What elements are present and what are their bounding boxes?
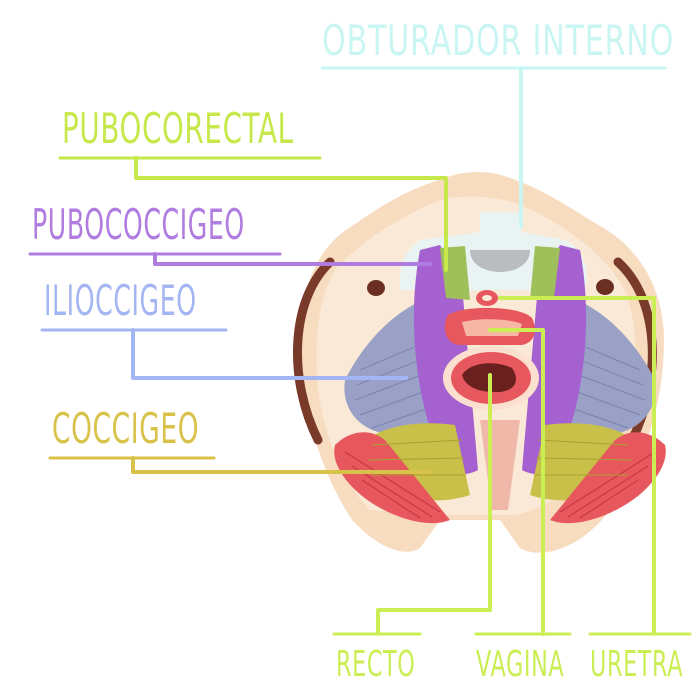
left-ramus <box>293 257 335 445</box>
pointer-coccigeo <box>131 456 430 474</box>
coccigeo-stripes <box>367 439 633 476</box>
label-pubocorectal: PUBOCORECTAL <box>62 104 294 153</box>
pubococcigeo-shape-left <box>413 245 478 475</box>
left-ramus-end <box>367 280 385 296</box>
pointer-vagina <box>488 328 545 636</box>
pubic-symphysis <box>470 250 530 272</box>
pointer-recto <box>376 373 492 636</box>
pubococcigeo-shape-right <box>522 245 587 475</box>
pointer-ilioccigeo <box>131 328 408 380</box>
right-ramus-end <box>596 279 614 295</box>
label-coccigeo: COCCIGEO <box>52 404 200 453</box>
label-uretra: URETRA <box>590 644 684 685</box>
vagina-lumen <box>462 319 522 336</box>
pointer-pubococcigeo <box>153 252 432 266</box>
label-vagina: VAGINA <box>476 644 565 685</box>
pointer-pubocorectal <box>134 156 448 272</box>
label-obturador-interno: OBTURADOR INTERNO <box>322 16 675 65</box>
pointer-uretra <box>498 296 656 636</box>
gluteal-stripes <box>344 451 656 519</box>
label-ilioccigeo: ILIOCCIGEO <box>44 276 197 325</box>
label-recto: RECTO <box>336 644 416 685</box>
pubocorectal-shape-right <box>530 246 560 300</box>
uretra-lumen <box>482 295 492 301</box>
label-pubococcigeo: PUBOCOCCIGEO <box>32 200 245 249</box>
